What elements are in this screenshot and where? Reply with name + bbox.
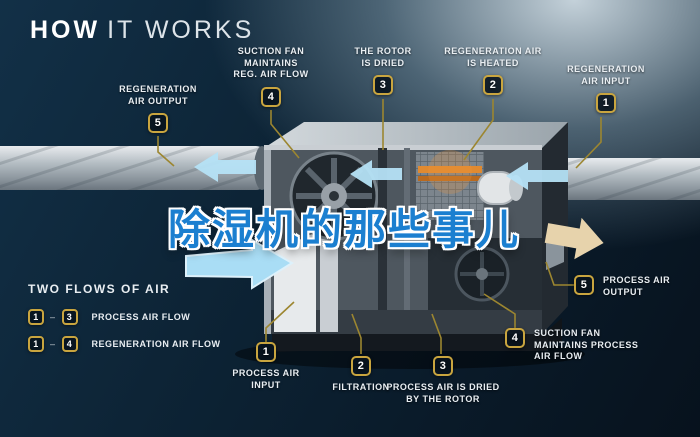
right-duct-graphic [532,158,700,200]
callout-suction-fan-process: 4 SUCTION FAN MAINTAINS PROCESS AIR FLOW [505,328,655,363]
legend-row-regeneration: 1 – 4 REGENERATION AIR FLOW [28,336,221,352]
watermark-text: 除湿机的那些事儿 [168,206,521,253]
legend-title: TWO FLOWS OF AIR [28,282,171,296]
title-light: IT WORKS [107,16,255,44]
callout-suction-fan-reg: SUCTION FAN MAINTAINS REG. AIR FLOW 4 [213,46,329,108]
callout-regeneration-air-input: REGENERATION AIR INPUT 1 [543,64,669,114]
callout-label: SUCTION FAN MAINTAINS PROCESS AIR FLOW [534,328,639,362]
callout-badge-3: 3 [433,356,453,376]
legend-label: PROCESS AIR FLOW [91,312,191,322]
legend-badge-4: 4 [61,336,78,352]
callout-badge-3: 3 [373,75,393,96]
callout-lines-graphic [157,99,602,354]
callout-label: SUCTION FAN MAINTAINS REG. AIR FLOW [233,46,309,80]
callout-regeneration-air-heated: REGENERATION AIR IS HEATED 2 [431,46,555,96]
callout-rotor-is-dried: THE ROTOR IS DRIED 3 [325,46,441,96]
callout-label: PROCESS AIR OUTPUT [603,275,671,297]
callout-label: THE ROTOR IS DRIED [354,46,412,68]
legend: TWO FLOWS OF AIR 1 – 3 PROCESS AIR FLOW … [28,282,221,352]
callout-label: REGENERATION AIR OUTPUT [119,84,197,106]
legend-dash: – [50,312,56,322]
callout-badge-5: 5 [574,275,594,295]
callout-badge-5: 5 [148,113,168,134]
callout-label: REGENERATION AIR IS HEATED [444,46,542,68]
callout-badge-2: 2 [483,75,503,96]
callout-badge-4: 4 [261,87,281,108]
title-bold: HOW [30,16,101,44]
legend-badge-3: 3 [61,309,78,325]
callout-badge-2: 2 [351,356,371,376]
callout-label: REGENERATION AIR INPUT [567,64,645,86]
callout-process-air-dried: 3 PROCESS AIR IS DRIED BY THE ROTOR [376,356,510,405]
callout-badge-1: 1 [256,342,276,362]
callout-process-air-output: 5 PROCESS AIR OUTPUT [574,275,686,298]
legend-row-process: 1 – 3 PROCESS AIR FLOW [28,309,221,325]
callout-regeneration-air-output: REGENERATION AIR OUTPUT 5 [98,84,218,134]
callout-label: PROCESS AIR INPUT [232,368,300,390]
callout-process-air-input: 1 PROCESS AIR INPUT [208,342,324,391]
legend-label: REGENERATION AIR FLOW [91,339,221,349]
callout-filtration: 2 FILTRATION [303,356,419,394]
machine-unit-graphic [235,122,585,369]
legend-dash: – [50,339,56,349]
legend-badge-1: 1 [28,336,44,352]
airflow-arrows-graphic [185,152,604,290]
legend-badge-1: 1 [28,309,44,325]
callout-badge-4: 4 [505,328,525,348]
callout-badge-1: 1 [596,93,616,114]
callout-label: FILTRATION [332,382,390,392]
left-duct-graphic [0,146,270,190]
callout-label: PROCESS AIR IS DRIED BY THE ROTOR [386,382,500,404]
